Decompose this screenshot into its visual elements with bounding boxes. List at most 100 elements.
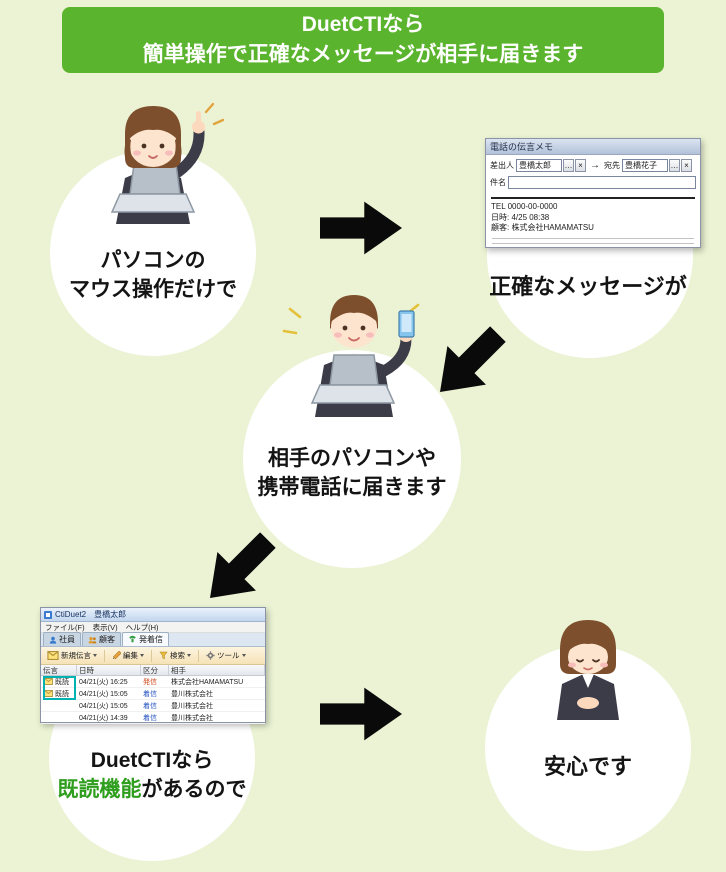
memo-ruled-line [492,242,694,244]
call-type: 着信 [143,690,157,698]
new-message-button[interactable]: 新規伝言 [44,649,100,662]
sender-label: 差出人 [490,161,514,170]
tab-calls-label: 発着信 [139,635,163,644]
call-type: 着信 [143,702,157,710]
memo-ruled-line [492,237,694,239]
app-tabbar: 社員 顧客 発着信 [41,632,265,647]
call-log-row[interactable]: 04/21(火) 15:05 着信 豊川株式会社 [41,700,265,712]
call-log-header-row: 伝言 日時 区分 相手 [41,665,265,676]
flow-arrow-right-2 [320,687,402,741]
woman-pointing-illustration [78,98,228,235]
envelope-icon [47,651,59,660]
subject-label: 件名 [490,178,506,187]
tools-button[interactable]: ツール [203,649,249,662]
read-badge: 既読 [55,678,69,686]
toolbar-separator [104,649,105,662]
step3-caption: 相手のパソコンや 携帯電話に届きます [239,444,465,502]
step4-line1: DuetCTIなら [90,749,214,772]
pencil-icon [113,651,121,660]
person-icon [49,636,57,644]
tab-employees[interactable]: 社員 [43,632,81,646]
step4-highlight-text: 既読機能 [57,778,142,801]
tools-label: ツール [217,651,240,660]
tab-customers-label: 顧客 [99,635,115,644]
menu-item-view[interactable]: 表示(V) [92,622,118,632]
column-header-message[interactable]: 伝言 [41,665,77,675]
subject-input[interactable] [508,176,696,189]
step1-line1: パソコンの [100,249,206,272]
app-toolbar: 新規伝言 編集 検索 ツール [41,647,265,665]
flow-arrow-right-1 [320,201,402,255]
call-party: 株式会社HAMAMATSU [171,678,244,686]
bowing-woman-illustration [528,606,648,729]
tab-customers[interactable]: 顧客 [82,632,121,646]
call-log-row[interactable]: 既読 04/21(火) 16:25 発信 株式会社HAMAMATSU [41,676,265,688]
step3-line1: 相手のパソコンや [268,447,436,470]
toolbar-separator [151,649,152,662]
app-icon [44,610,52,619]
memo-window-titlebar: 電話の伝言メモ [486,139,700,155]
step1-caption: パソコンの マウス操作だけで [32,246,274,304]
memo-address-row: 差出人 豊橋太郎 … × → 宛先 豊橋花子 … × [490,159,696,172]
memo-customer-line: 顧客: 株式会社HAMAMATSU [491,223,594,232]
new-message-label: 新規伝言 [61,651,91,660]
step1-line2: マウス操作だけで [69,278,237,301]
step2-caption: 正確なメッセージが [470,272,706,301]
call-datetime: 04/21(火) 15:05 [79,690,128,698]
call-party: 豊川株式会社 [171,690,213,698]
edit-label: 編集 [123,651,138,660]
sender-input[interactable]: 豊橋太郎 [516,159,562,172]
menu-item-file[interactable]: ファイル(F) [45,622,85,632]
memo-tel-line: TEL 0000-00-0000 [491,202,558,211]
sender-browse-button[interactable]: … [563,159,574,172]
memo-info-panel: TEL 0000-00-0000 日時: 4/25 08:38 顧客: 株式会社… [491,197,695,244]
recipient-browse-button[interactable]: … [669,159,680,172]
read-badge: 既読 [55,690,69,698]
banner-line2: 簡単操作で正確なメッセージが相手に届きます [142,43,584,66]
gear-icon [206,651,215,660]
step4-caption: DuetCTIなら 既読機能があるので [29,746,275,804]
read-status-highlight-box [43,676,76,700]
tab-employees-label: 社員 [59,635,75,644]
menu-item-help[interactable]: ヘルプ(H) [125,622,159,632]
edit-button[interactable]: 編集 [109,649,147,662]
call-type: 着信 [143,714,157,722]
header-banner: DuetCTIなら 簡単操作で正確なメッセージが相手に届きます [62,7,664,73]
search-label: 検索 [170,651,185,660]
tab-calls[interactable]: 発着信 [122,632,169,646]
recipient-clear-button[interactable]: × [681,159,692,172]
dropdown-caret-icon [187,654,191,657]
call-type: 発信 [143,678,157,686]
call-party: 豊川株式会社 [171,714,213,722]
memo-datetime-line: 日時: 4/25 08:38 [491,212,550,222]
sender-clear-button[interactable]: × [575,159,586,172]
funnel-icon [159,651,168,660]
step5-label: 安心です [543,754,632,779]
toolbar-separator [198,649,199,662]
sender-to-recipient-arrow: → [590,160,600,171]
recipient-label: 宛先 [604,161,620,170]
column-header-datetime[interactable]: 日時 [77,665,141,675]
dropdown-caret-icon [140,654,144,657]
dropdown-caret-icon [241,654,246,657]
memo-subject-row: 件名 [490,176,696,189]
step3-line2: 携帯電話に届きます [257,476,447,499]
people-icon [88,636,97,643]
phone-icon [129,635,136,643]
call-datetime: 04/21(火) 16:25 [79,678,128,686]
search-button[interactable]: 検索 [156,649,194,662]
step2-label: 正確なメッセージが [489,274,687,299]
app-window-title: CtiDuet2 豊橋太郎 [55,610,127,619]
step4-line2: 既読機能があるので [29,775,275,804]
memo-window-title: 電話の伝言メモ [490,142,554,152]
man-with-phone-illustration [272,283,436,434]
call-log-row[interactable]: 04/21(火) 14:39 着信 豊川株式会社 [41,712,265,724]
column-header-party[interactable]: 相手 [169,665,265,675]
app-window-titlebar: CtiDuet2 豊橋太郎 [41,608,265,622]
recipient-input[interactable]: 豊橋花子 [622,159,668,172]
step4-rest-text: があるので [141,778,247,801]
call-log-row[interactable]: 既読 04/21(火) 15:05 着信 豊川株式会社 [41,688,265,700]
column-header-type[interactable]: 区分 [141,665,169,675]
step5-caption: 安心です [485,752,691,781]
